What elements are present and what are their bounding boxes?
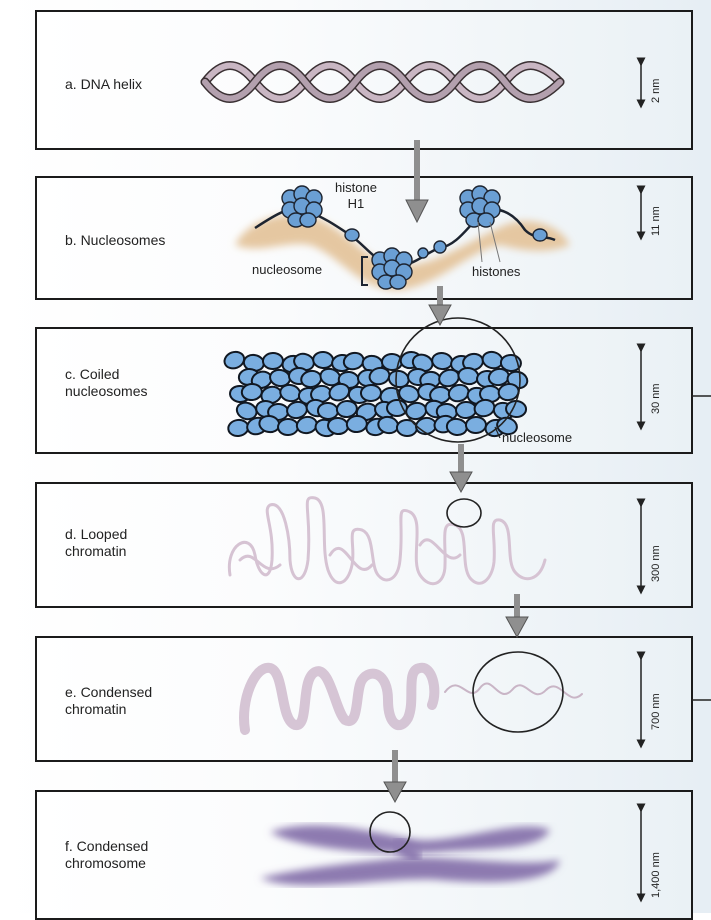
arrow-c-to-d bbox=[450, 444, 472, 492]
annotation-nucleosome-c: nucleosome bbox=[502, 430, 572, 445]
nucleosome-bead bbox=[431, 352, 453, 371]
nucleosome-bead bbox=[327, 417, 349, 435]
nucleosome-bead bbox=[263, 353, 284, 370]
loop-zoom-circle bbox=[447, 499, 481, 527]
nucleosome-bead bbox=[397, 420, 418, 437]
nucleosome-bead bbox=[313, 351, 334, 369]
dna-helix bbox=[205, 55, 560, 117]
nucleosome-bead bbox=[455, 401, 476, 418]
annotation-histone-h1: histone H1 bbox=[335, 180, 377, 212]
nucleosome-bead bbox=[317, 402, 338, 419]
looped-chromatin bbox=[229, 498, 545, 584]
annotation-histones: histones bbox=[472, 264, 520, 279]
arrow-d-to-e bbox=[506, 594, 528, 637]
nucleosome-bead bbox=[241, 383, 262, 401]
annotation-nucleosome-b: nucleosome bbox=[252, 262, 322, 277]
histone-core-1 bbox=[282, 186, 322, 227]
histone-core-3 bbox=[460, 186, 500, 227]
nucleosome-bead bbox=[227, 419, 249, 438]
coiled-nucleosome-fiber bbox=[222, 349, 529, 438]
nucleosome-bead bbox=[387, 400, 407, 416]
nucleosome-bead bbox=[222, 349, 246, 371]
arrow-a-to-b bbox=[406, 140, 428, 222]
chromatin-zoom-circle bbox=[473, 652, 563, 732]
histone-core-2 bbox=[372, 248, 412, 289]
arrow-e-to-f bbox=[384, 750, 406, 802]
nucleosome-bead bbox=[361, 385, 382, 402]
nucleosome-bead bbox=[346, 415, 367, 433]
condensed-chromatin bbox=[244, 668, 582, 730]
nucleosome-bead bbox=[466, 417, 487, 434]
nucleosome-bead bbox=[446, 418, 468, 437]
nucleosome-bead bbox=[278, 419, 298, 435]
